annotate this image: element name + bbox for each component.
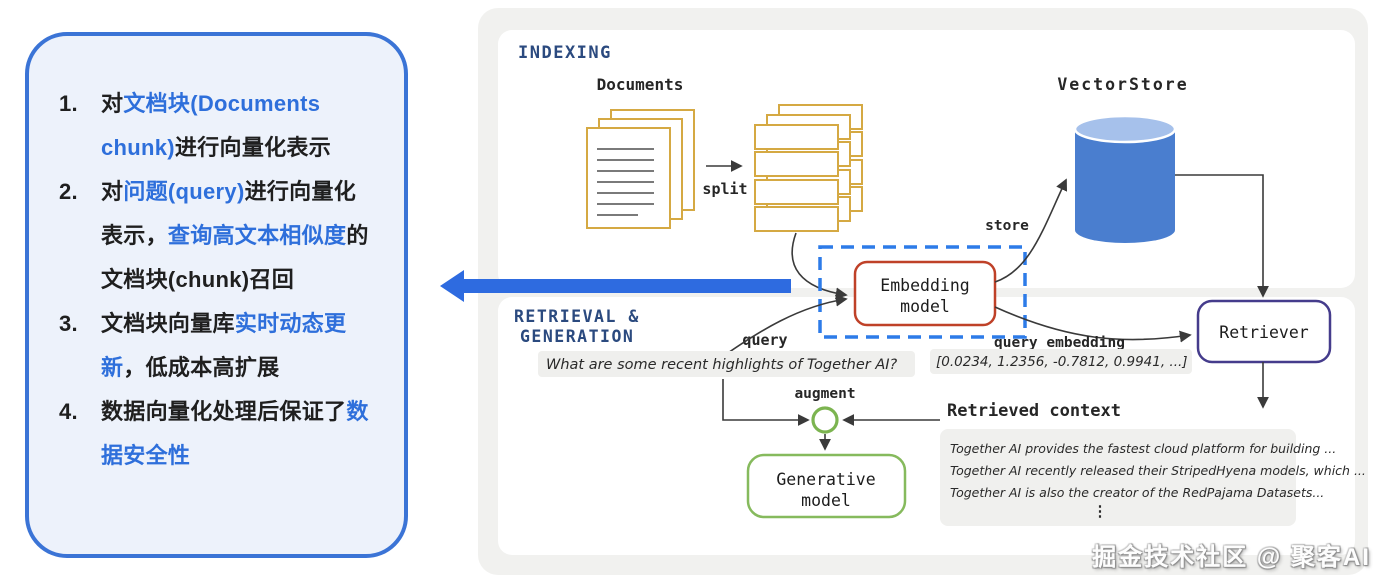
retrieval-title-line2: GENERATION	[520, 327, 634, 346]
list-item-number: 1.	[59, 91, 78, 116]
indexing-title: INDEXING	[518, 43, 612, 63]
list-item-text: 对问题(query)进行向量化表示，查询高文本相似度的文档块(chunk)召回	[101, 170, 373, 302]
context-line: Together AI recently released their Stri…	[950, 463, 1366, 478]
text-segment: ，低成本高扩展	[123, 355, 280, 380]
query-embedding-highlight	[930, 349, 1192, 374]
text-segment: 对	[101, 91, 124, 116]
documents-label: Documents	[597, 75, 684, 94]
generative-model-label-line2: model	[801, 491, 851, 510]
context-ellipsis: ⋮	[1093, 502, 1108, 520]
query-text-highlight	[538, 351, 915, 377]
flow-left-arrow-icon	[440, 270, 791, 302]
text-segment: 数据向量化处理后保证了	[101, 399, 347, 424]
retrieved-context-box: Together AI provides the fastest cloud p…	[940, 429, 1366, 526]
augment-label: augment	[794, 386, 855, 402]
text-segment: 实时动态更新	[101, 311, 347, 380]
query-embedding-vector: [0.0234, 1.2356, -0.7812, 0.9941, ...]	[936, 354, 1188, 370]
vectorstore-label: VectorStore	[1057, 75, 1188, 94]
documents-icon	[586, 109, 695, 229]
text-segment: 文档块向量库	[101, 311, 235, 336]
embedding-model-box: Embedding model	[853, 260, 997, 327]
vectorstore-cylinder-icon	[1073, 114, 1177, 243]
list-item-text: 数据向量化处理后保证了数据安全性	[101, 390, 373, 478]
query-to-augment-arrow	[722, 379, 810, 426]
chunks-to-embedding-arrow	[791, 232, 848, 300]
split-label: split	[702, 180, 747, 198]
list-item: 3. 文档块向量库实时动态更新，低成本高扩展	[59, 302, 384, 390]
text-segment: 查询高文本相似度	[167, 223, 347, 248]
context-line: Together AI is also the creator of the R…	[950, 485, 1324, 500]
list-item: 1. 对文档块(Documents chunk)进行向量化表示	[59, 82, 384, 170]
list-item-number: 2.	[59, 179, 78, 204]
list-item: 4. 数据向量化处理后保证了数据安全性	[59, 390, 384, 478]
list-item-number: 4.	[59, 399, 78, 424]
retrieved-context-title: Retrieved context	[947, 401, 1121, 421]
generative-model-box: Generative model	[746, 453, 907, 519]
embedding-to-retriever-arrow	[994, 306, 1192, 343]
retriever-box: Retriever	[1196, 299, 1332, 364]
retrieval-title-line1: RETRIEVAL &	[514, 307, 640, 326]
query-embedding-label: query embedding	[994, 335, 1125, 351]
embedding-model-label-line1: Embedding	[880, 276, 969, 295]
watermark: 掘金技术社区 @ 聚客AI	[1092, 544, 1371, 571]
query-to-embedding-arrow	[717, 294, 848, 361]
augment-circle-icon	[811, 406, 839, 434]
list-item-text: 对文档块(Documents chunk)进行向量化表示	[101, 82, 373, 170]
query-text: What are some recent highlights of Toget…	[546, 357, 898, 373]
vectorstore-to-retriever-arrow	[1175, 174, 1269, 298]
text-segment: 对	[101, 179, 124, 204]
text-segment: 文档块(Documents chunk)	[101, 91, 321, 160]
store-arrow	[994, 178, 1068, 283]
text-segment: 的文档块(chunk)召回	[101, 223, 369, 292]
text-segment: 问题(query)	[123, 179, 245, 204]
embedding-model-label-line2: model	[900, 297, 950, 316]
context-line: Together AI provides the fastest cloud p…	[950, 441, 1336, 456]
text-segment: 进行向量化表示，	[101, 179, 357, 248]
list-item: 2. 对问题(query)进行向量化表示，查询高文本相似度的文档块(chunk)召…	[59, 170, 384, 302]
list-item-number: 3.	[59, 311, 78, 336]
text-segment: 数据安全性	[101, 399, 369, 468]
generative-model-label-line1: Generative	[776, 470, 875, 489]
chunks-icon	[754, 104, 863, 232]
text-segment: 进行向量化表示	[174, 135, 332, 160]
list-item-text: 文档块向量库实时动态更新，低成本高扩展	[101, 302, 373, 390]
retriever-label: Retriever	[1219, 323, 1308, 342]
query-label: query	[742, 331, 787, 349]
store-label: store	[985, 218, 1029, 234]
